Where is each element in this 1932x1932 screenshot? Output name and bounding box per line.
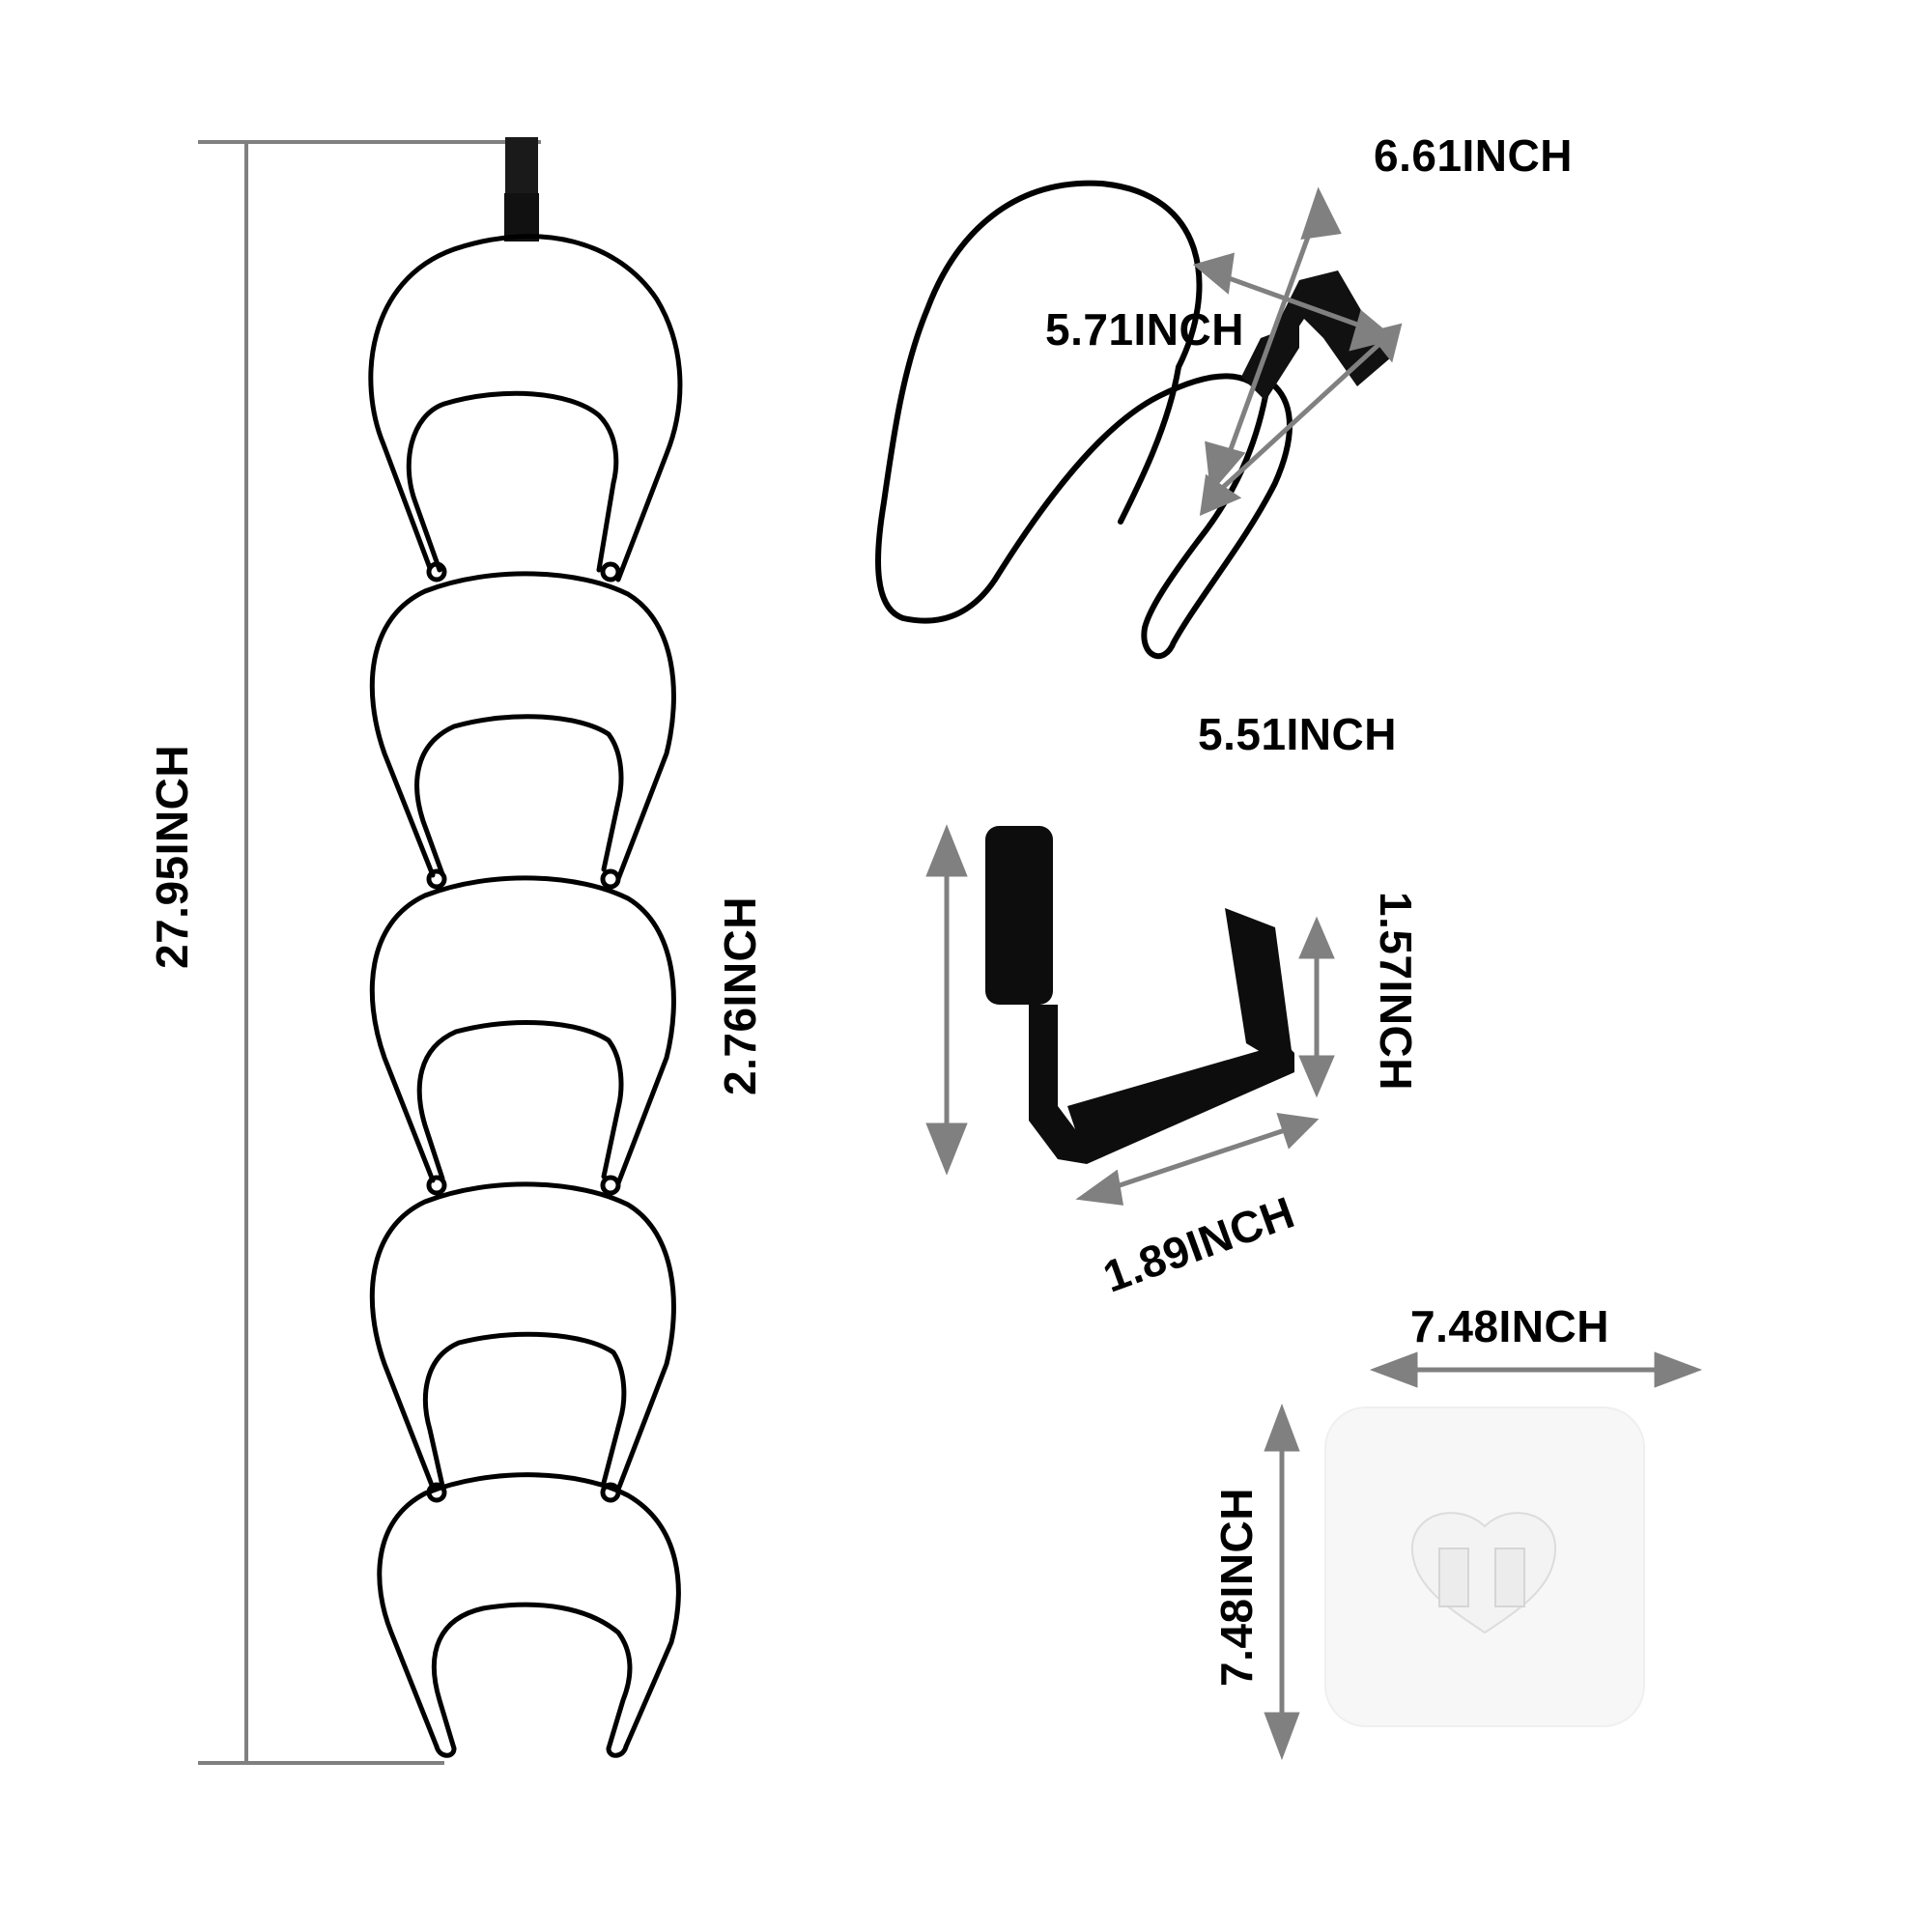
adhesive-pad-dimension-arrows — [1264, 1351, 1703, 1761]
door-hook-height-label: 2.76INCH — [715, 896, 765, 1095]
adhesive-pad-height-label: 7.48INCH — [1211, 1488, 1262, 1687]
full-rack-dimension-line — [198, 140, 541, 1765]
adhesive-pad-icon — [1324, 1406, 1645, 1727]
rack-wire-loops-icon — [368, 234, 683, 1758]
door-hook-icon — [985, 826, 1294, 1164]
single-loop-dimension-arrows — [1192, 186, 1403, 517]
single-loop-wire-icon — [875, 180, 1293, 660]
single-loop-height-label: 6.61INCH — [1374, 130, 1573, 181]
single-loop-depth-label: 5.51INCH — [1198, 709, 1397, 759]
full-rack-height-label: 27.95INCH — [147, 744, 197, 969]
adhesive-pad-width-label: 7.48INCH — [1410, 1301, 1609, 1351]
single-loop-width-label: 5.71INCH — [1045, 304, 1244, 355]
door-hook-dimension-arrows — [925, 824, 1335, 1206]
door-hook-inner-height-label: 1.57INCH — [1371, 892, 1421, 1091]
rack-top-hook-icon — [504, 137, 539, 242]
